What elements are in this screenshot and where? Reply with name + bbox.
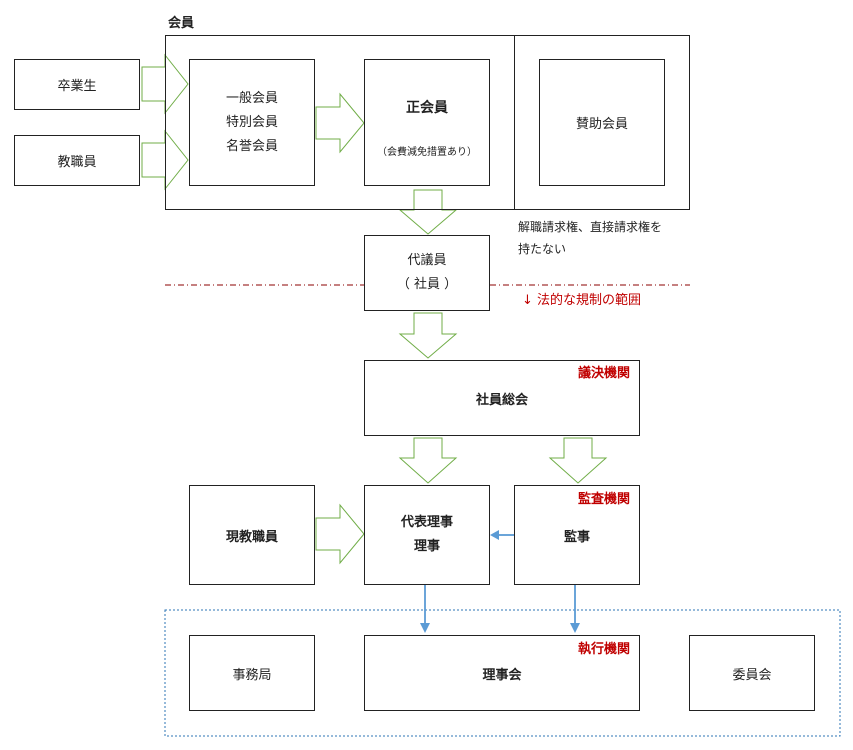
graduates-label: 卒業生 [57,79,97,94]
regular-member-box: 正会員 （会費減免措置あり） [364,59,490,186]
delegates-label: 代議員 [407,253,447,268]
honorary-member-label: 名誉会員 [225,138,278,154]
committee-box: 委員会 [689,635,815,711]
supporting-member-label: 賛助会員 [575,117,628,132]
supporting-member-box: 賛助会員 [539,59,665,186]
directors-box: 代表理事 理事 [364,485,490,585]
special-member-label: 特別会員 [225,114,278,130]
members-title: 会員 [168,16,195,31]
general-members-box: 一般会員 特別会員 名誉会員 [189,59,315,186]
decision-body-tag: 議決機関 [578,366,631,381]
executive-body-tag: 執行機関 [578,642,631,657]
fee-reduction-note: （会費減免措置あり） [377,147,477,158]
regular-member-label: 正会員 [406,100,448,116]
general-assembly-label: 社員総会 [475,392,528,408]
supporting-rights-line-2: 持たない [518,242,567,256]
auditor-box: 監事 [514,485,640,585]
audit-body-tag: 監査機関 [578,492,631,507]
secretariat-box: 事務局 [189,635,315,711]
supporting-frame [514,35,690,210]
general-member-label: 一般会員 [225,90,278,106]
arrow-assembly-to-directors [398,437,458,484]
arrow-regular-to-delegates [398,189,458,235]
legal-scope-label: ↓ 法的な規制の範囲 [522,293,642,308]
current-staff-box: 現教職員 [189,485,315,585]
faculty-staff-label: 教職員 [57,155,97,170]
board-of-directors-box: 理事会 [364,635,640,711]
supporting-rights-line-1: 解職請求権、直接請求権を [518,220,663,234]
secretariat-label: 事務局 [232,667,272,683]
delegates-box: 代議員 （ 社員 ） [364,235,490,311]
arrow-delegates-to-assembly [398,312,458,359]
arrow-general-to-regular [315,92,365,154]
auditor-label: 監事 [563,529,590,545]
executive-boundary [164,609,841,737]
arrow-assembly-to-auditor [548,437,608,484]
faculty-staff-box: 教職員 [14,135,140,186]
director-label: 理事 [413,539,440,554]
committee-label: 委員会 [732,667,772,683]
supporting-rights-note: 解職請求権、直接請求権を 持たない [518,216,662,260]
representative-director-label: 代表理事 [400,515,453,530]
general-assembly-box: 社員総会 [364,360,640,436]
board-of-directors-label: 理事会 [482,667,522,683]
arrow-current-staff-to-directors [315,503,365,565]
delegates-sub-label: （ 社員 ） [396,277,458,292]
graduates-box: 卒業生 [14,59,140,110]
current-staff-label: 現教職員 [225,529,278,545]
